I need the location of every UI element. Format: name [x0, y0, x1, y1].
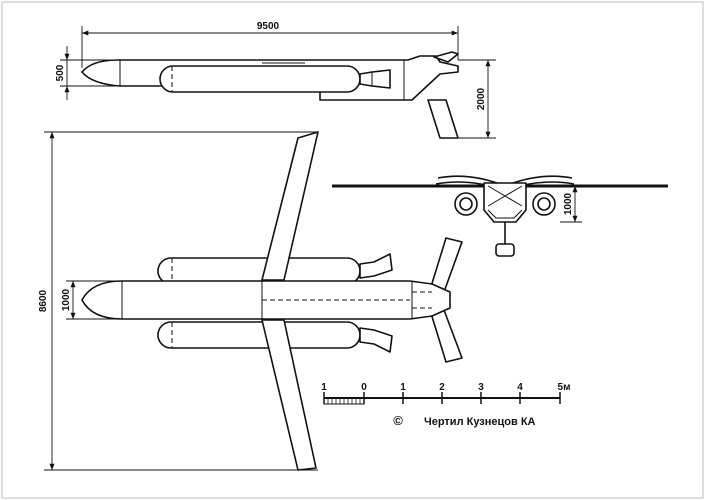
scale-label: 4	[517, 382, 523, 393]
scale-label: 0	[361, 382, 367, 393]
scale-label: 1	[400, 382, 406, 393]
dim-body-width-label: 1000	[61, 288, 72, 311]
top-engine-upper	[157, 257, 361, 285]
author-credit: Чертил Кузнецов КА	[424, 416, 536, 428]
credit-line: © Чертил Кузнецов КА	[393, 413, 535, 428]
top-wing-upper	[261, 131, 319, 281]
dim-front-height-label: 1000	[563, 192, 574, 215]
top-tail-blade-upper	[429, 237, 463, 293]
front-view	[332, 175, 668, 257]
side-engine-pod	[159, 65, 361, 93]
front-fuselage	[483, 182, 527, 223]
dim-body-height-label: 500	[55, 64, 66, 81]
top-tail-blade-lower	[429, 309, 463, 363]
copyright-symbol: ©	[393, 413, 403, 428]
side-nozzle	[359, 69, 391, 89]
top-nozzle-lower	[359, 327, 393, 353]
scale-label: 2	[439, 382, 445, 393]
scale-label: 1	[321, 382, 327, 393]
scale-label: 5м	[558, 382, 571, 393]
top-nozzle-upper	[359, 253, 393, 279]
side-view	[81, 51, 459, 139]
dim-total-height-label: 2000	[476, 87, 487, 110]
top-wing-lower	[261, 319, 317, 471]
front-landing-gear	[495, 243, 515, 257]
dimension-labels: 9500 500 2000 1000 8600 1000	[38, 21, 574, 312]
dim-wingspan-label: 8600	[38, 289, 49, 312]
side-rotor-mast	[427, 99, 459, 139]
scale-label: 3	[478, 382, 484, 393]
scale-bar: 1 0 1 2 3 4 5м	[321, 382, 571, 405]
top-engine-lower	[157, 321, 361, 349]
top-view	[81, 131, 463, 471]
dim-length-label: 9500	[257, 21, 280, 32]
dimension-lines	[44, 26, 582, 471]
